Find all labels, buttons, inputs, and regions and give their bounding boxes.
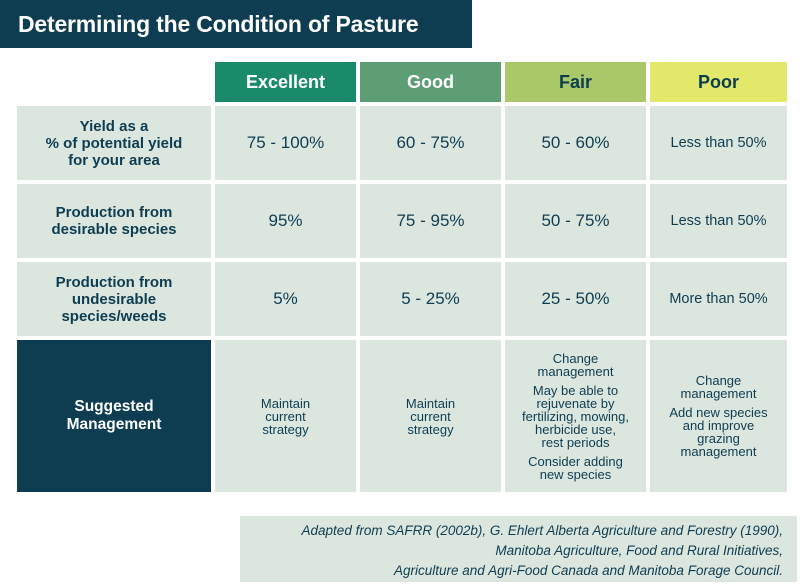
management-line: current bbox=[410, 408, 451, 424]
row-label-management: Suggested Management bbox=[17, 340, 211, 492]
row-label-desirable: Production from desirable species bbox=[17, 184, 211, 258]
management-paragraph: May be able to rejuvenate by fertilizing… bbox=[522, 384, 629, 449]
undesirable-good: 5 - 25% bbox=[360, 262, 501, 336]
row-label-line: for your area bbox=[68, 151, 160, 169]
management-line: fertilizing, mowing, bbox=[522, 408, 629, 424]
header-fair: Fair bbox=[505, 62, 646, 102]
header-excellent: Excellent bbox=[215, 62, 356, 102]
yield-good: 60 - 75% bbox=[360, 106, 501, 180]
management-excellent: Maintain current strategy bbox=[215, 340, 356, 492]
management-paragraph: Change management bbox=[681, 374, 757, 400]
source-line: Agriculture and Agri-Food Canada and Man… bbox=[394, 563, 783, 578]
management-line: rest periods bbox=[541, 434, 610, 450]
management-line: management bbox=[680, 386, 757, 401]
management-poor: Change management Add new species and im… bbox=[650, 340, 787, 492]
management-line: rejuvenate by bbox=[536, 395, 615, 411]
desirable-excellent: 95% bbox=[215, 184, 356, 258]
management-line: Change bbox=[695, 373, 742, 388]
yield-excellent: 75 - 100% bbox=[215, 106, 356, 180]
header-poor: Poor bbox=[650, 62, 787, 102]
management-line: Maintain bbox=[260, 395, 311, 411]
management-line: Maintain bbox=[405, 395, 456, 411]
management-line: herbicide use, bbox=[535, 421, 616, 437]
row-label-yield: Yield as a % of potential yield for your… bbox=[17, 106, 211, 180]
source-line: Adapted from SAFRR (2002b), G. Ehlert Al… bbox=[301, 523, 783, 538]
management-line: strategy bbox=[407, 421, 454, 437]
management-paragraph: Add new species and improve grazing mana… bbox=[669, 406, 767, 458]
management-line: Consider adding bbox=[528, 453, 623, 469]
row-label-undesirable: Production from undesirable species/weed… bbox=[17, 262, 211, 336]
undesirable-fair: 25 - 50% bbox=[505, 262, 646, 336]
row-label-line: desirable species bbox=[51, 221, 177, 238]
desirable-fair: 50 - 75% bbox=[505, 184, 646, 258]
corner-blank bbox=[17, 62, 211, 102]
desirable-good: 75 - 95% bbox=[360, 184, 501, 258]
management-line: strategy bbox=[262, 421, 309, 437]
row-label-line: Suggested bbox=[74, 398, 154, 415]
management-paragraph: Change management bbox=[538, 352, 614, 378]
row-label-line: Yield as a bbox=[79, 117, 149, 135]
management-line: Change bbox=[552, 350, 599, 366]
yield-fair: 50 - 60% bbox=[505, 106, 646, 180]
undesirable-excellent: 5% bbox=[215, 262, 356, 336]
undesirable-poor: More than 50% bbox=[650, 262, 787, 336]
management-line: grazing bbox=[697, 431, 740, 446]
management-good: Maintain current strategy bbox=[360, 340, 501, 492]
management-paragraph: Consider adding new species bbox=[528, 455, 623, 481]
management-line: new species bbox=[539, 466, 612, 482]
management-line: May be able to bbox=[532, 382, 619, 398]
row-label-line: species/weeds bbox=[61, 307, 167, 325]
yield-poor: Less than 50% bbox=[650, 106, 787, 180]
pasture-condition-table: Excellent Good Fair Poor Yield as a % of… bbox=[17, 62, 797, 496]
management-line: and improve bbox=[682, 418, 755, 433]
row-label-line: undesirable bbox=[71, 290, 157, 308]
management-line: management bbox=[537, 363, 614, 379]
desirable-poor: Less than 50% bbox=[650, 184, 787, 258]
row-label-line: Management bbox=[66, 416, 162, 433]
source-note: Adapted from SAFRR (2002b), G. Ehlert Al… bbox=[240, 516, 797, 582]
row-label-line: % of potential yield bbox=[45, 134, 183, 152]
management-fair: Change management May be able to rejuven… bbox=[505, 340, 646, 492]
management-line: Add new species bbox=[669, 405, 768, 420]
source-line: Manitoba Agriculture, Food and Rural Ini… bbox=[495, 543, 783, 558]
management-line: current bbox=[265, 408, 306, 424]
row-label-line: Production from bbox=[55, 204, 173, 221]
row-label-line: Production from bbox=[55, 273, 173, 291]
page-title: Determining the Condition of Pasture bbox=[0, 0, 472, 48]
management-line: management bbox=[680, 444, 757, 459]
header-good: Good bbox=[360, 62, 501, 102]
